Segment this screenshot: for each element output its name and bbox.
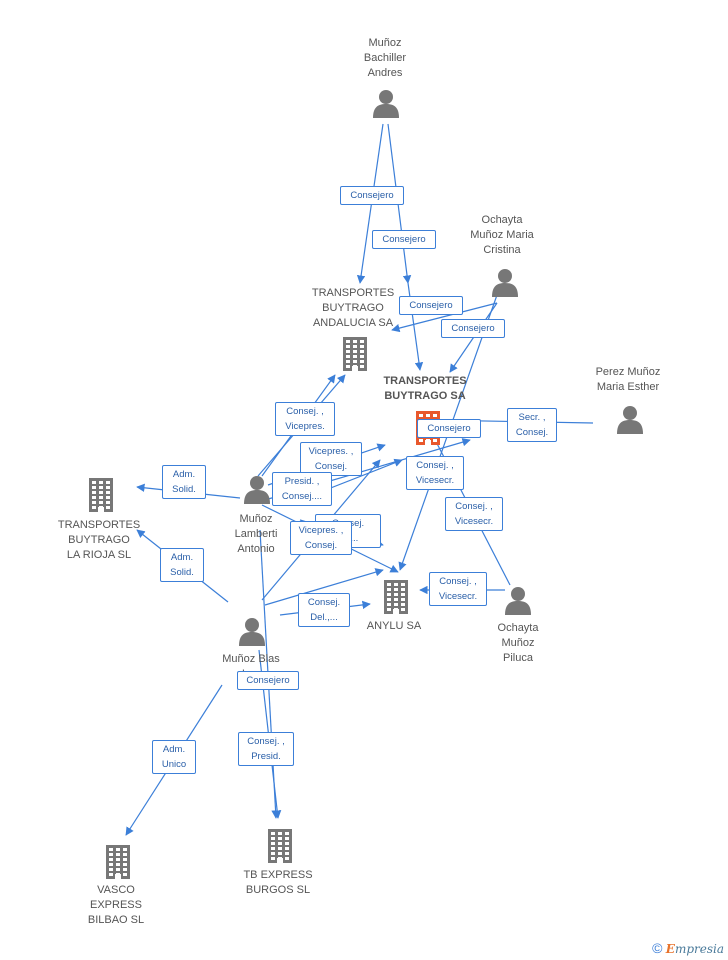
edge-label-e8[interactable]: Vicepres. , Consej.: [300, 442, 362, 476]
node-label-ochayta-maria-cristina[interactable]: Ochayta Muñoz Maria Cristina: [470, 214, 534, 256]
edge-label-e3[interactable]: Consejero: [399, 296, 463, 315]
node-label-tb-sa[interactable]: TRANSPORTES BUYTRAGO SA: [383, 375, 467, 402]
edge-label-e6[interactable]: Secr. , Consej.: [507, 408, 557, 442]
building-icon-vasco-express[interactable]: [103, 845, 133, 884]
brand-logo-e: E: [665, 942, 675, 956]
node-label-tb-express-burgos[interactable]: TB EXPRESS BURGOS SL: [243, 869, 313, 896]
edge-label-e11[interactable]: Consej. , Vicesecr.: [445, 497, 503, 531]
building-icon-tb-andalucia[interactable]: [340, 337, 370, 376]
building-icon-tb-rioja[interactable]: [86, 478, 116, 517]
node-label-vasco-express[interactable]: VASCO EXPRESS BILBAO SL: [87, 884, 145, 926]
person-icon-perez-munoz[interactable]: [615, 404, 645, 439]
edge-label-e18[interactable]: Consejero: [237, 671, 299, 690]
person-icon-munoz-lamberti[interactable]: [242, 474, 272, 509]
building-icon-anylu[interactable]: [381, 580, 411, 619]
person-icon-munoz-bachiller[interactable]: [371, 88, 401, 123]
edge-label-e19[interactable]: Adm. Unico: [152, 740, 196, 774]
node-label-anylu[interactable]: ANYLU SA: [366, 620, 422, 632]
node-label-tb-andalucia[interactable]: TRANSPORTES BUYTRAGO ANDALUCIA SA: [311, 287, 395, 329]
edge-label-e9[interactable]: Presid. , Consej....: [272, 472, 332, 506]
edge-label-e16[interactable]: Vicepres. , Consej.: [290, 521, 352, 555]
person-icon-ochayta-maria-cristina[interactable]: [490, 267, 520, 302]
edge-label-e5[interactable]: Consejero: [417, 419, 481, 438]
edge-label-e2[interactable]: Consejero: [372, 230, 436, 249]
relationship-edge: [264, 568, 384, 606]
copyright-icon: ©: [652, 940, 663, 956]
edge-label-e4[interactable]: Consejero: [441, 319, 505, 338]
node-label-perez-munoz[interactable]: Perez Muñoz Maria Esther: [595, 366, 661, 393]
edge-label-e1[interactable]: Consejero: [340, 186, 404, 205]
edge-label-e13[interactable]: Adm. Solid.: [162, 465, 206, 499]
person-icon-ochayta-piluca[interactable]: [503, 585, 533, 620]
brand-footer: © Empresia: [652, 940, 724, 956]
edge-label-e10[interactable]: Consej. , Vicesecr.: [406, 456, 464, 490]
node-label-tb-rioja[interactable]: TRANSPORTES BUYTRAGO LA RIOJA SL: [57, 519, 141, 561]
node-label-munoz-bachiller[interactable]: Muñoz Bachiller Andres: [363, 37, 407, 79]
edge-label-e12[interactable]: Consej. , Vicesecr.: [429, 572, 487, 606]
edge-label-e17[interactable]: Consej. Del.,...: [298, 593, 350, 627]
person-icon-munoz-blas[interactable]: [237, 616, 267, 651]
edge-label-e7[interactable]: Consej. , Vicepres.: [275, 402, 335, 436]
edge-label-e14[interactable]: Adm. Solid.: [160, 548, 204, 582]
brand-logo-text: mpresia: [674, 942, 724, 956]
relationship-edge: [391, 302, 498, 333]
node-label-ochayta-piluca[interactable]: Ochayta Muñoz Piluca: [497, 622, 539, 664]
building-icon-tb-express-burgos[interactable]: [265, 829, 295, 868]
node-label-munoz-lamberti[interactable]: Muñoz Lamberti Antonio: [234, 513, 278, 555]
edge-label-e20[interactable]: Consej. , Presid.: [238, 732, 294, 766]
